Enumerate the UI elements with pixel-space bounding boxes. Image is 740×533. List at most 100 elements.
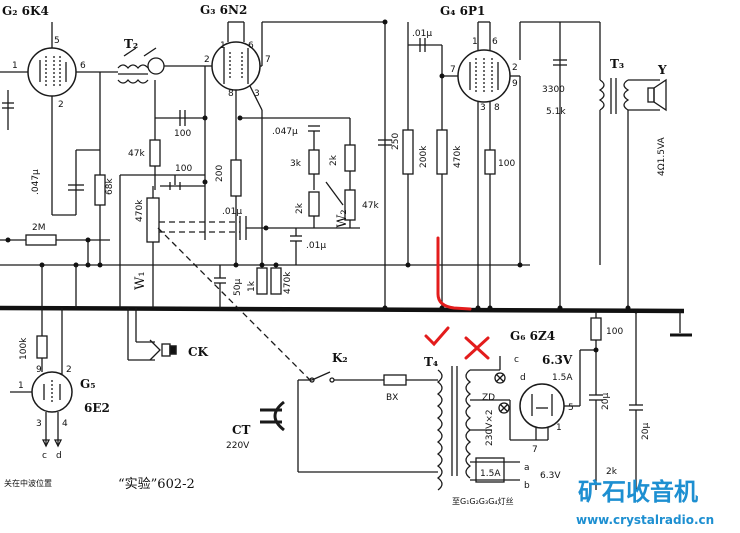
svg-text:220V: 220V — [226, 441, 250, 451]
svg-text:7: 7 — [265, 55, 271, 65]
svg-text:3: 3 — [254, 89, 260, 99]
svg-text:68k: 68k — [105, 178, 115, 195]
resistor-470k-b — [270, 267, 282, 295]
tube-g3-6n2 — [200, 22, 263, 111]
svg-text:100: 100 — [498, 159, 515, 169]
svg-text:1k: 1k — [247, 280, 257, 292]
svg-text:470k: 470k — [283, 271, 293, 294]
svg-text:9: 9 — [36, 365, 42, 375]
svg-text:250: 250 — [391, 133, 401, 150]
svg-text:47k: 47k — [128, 149, 145, 159]
transformer-t4 — [436, 366, 472, 491]
svg-text:100: 100 — [174, 129, 191, 139]
svg-text:200k: 200k — [419, 145, 429, 168]
svg-text:7: 7 — [450, 65, 456, 75]
svg-text:2k: 2k — [329, 154, 339, 166]
svg-text:6E2: 6E2 — [84, 401, 110, 415]
svg-text:1: 1 — [472, 37, 478, 47]
svg-text:.01μ: .01μ — [222, 207, 242, 217]
svg-text:4: 4 — [62, 419, 68, 429]
resistor-100k — [36, 335, 48, 359]
speaker-icon — [647, 78, 667, 112]
svg-text:4Ω1.5VA: 4Ω1.5VA — [657, 137, 667, 176]
svg-text:ZD: ZD — [482, 393, 495, 403]
svg-text:470k: 470k — [453, 145, 463, 168]
label-g4: G₄ 6P1 — [440, 4, 485, 18]
svg-text:8: 8 — [228, 89, 234, 99]
svg-text:Y: Y — [657, 63, 667, 77]
label-t3: T₃ — [610, 57, 624, 71]
resistor-200k — [402, 129, 414, 175]
svg-text:2M: 2M — [32, 223, 46, 233]
svg-text:2: 2 — [204, 55, 210, 65]
switch-linkage — [157, 227, 313, 383]
resistor-2m — [25, 234, 57, 246]
svg-text:3k: 3k — [290, 159, 302, 169]
mains-plug-icon — [260, 400, 285, 432]
label-g2: G₂ 6K4 — [2, 4, 49, 18]
svg-text:c: c — [42, 451, 47, 461]
svg-text:W₂: W₂ — [335, 209, 350, 228]
svg-text:.01μ: .01μ — [412, 29, 432, 39]
svg-text:1: 1 — [18, 381, 24, 391]
svg-text:230V×2: 230V×2 — [485, 409, 495, 446]
label-g5: G₅ — [80, 377, 96, 391]
svg-text:2k: 2k — [295, 202, 305, 214]
headphone-jack-ck — [149, 339, 177, 361]
red-rework-line — [436, 236, 472, 311]
svg-text:3300: 3300 — [542, 85, 565, 95]
svg-text:6.3V: 6.3V — [540, 471, 561, 481]
svg-text:5.1k: 5.1k — [546, 107, 566, 117]
label-ck: CK — [188, 345, 209, 359]
svg-text:.047μ: .047μ — [31, 169, 41, 195]
svg-text:100: 100 — [175, 164, 192, 174]
caption-heater: 至G₁G₂G₃G₄灯丝 — [452, 496, 514, 506]
watermark-name: 矿石收音机 — [578, 478, 698, 506]
resistor-1k — [256, 267, 268, 295]
svg-text:47k: 47k — [362, 201, 379, 211]
svg-text:3: 3 — [36, 419, 42, 429]
caption-note-left: 关在中波位置 — [4, 478, 52, 488]
fuse-bx — [383, 374, 407, 386]
svg-text:200: 200 — [215, 165, 225, 182]
label-t4: T₄ — [424, 355, 438, 369]
transformer-t3 — [598, 78, 630, 114]
svg-text:2: 2 — [66, 365, 72, 375]
svg-text:W₁: W₁ — [133, 271, 148, 290]
svg-text:6.3V: 6.3V — [542, 353, 573, 367]
tube-g5-6e2 — [10, 308, 73, 446]
resistor-100-b — [590, 317, 602, 341]
svg-text:2k: 2k — [606, 467, 618, 477]
svg-text:c: c — [514, 355, 519, 365]
svg-text:8: 8 — [494, 103, 500, 113]
tube-g6-6z4 — [519, 383, 580, 440]
label-g3: G₃ 6N2 — [200, 3, 247, 17]
svg-text:1: 1 — [556, 423, 562, 433]
svg-text:d: d — [520, 373, 526, 383]
svg-text:3: 3 — [480, 103, 486, 113]
svg-text:1: 1 — [220, 41, 226, 51]
svg-text:100k: 100k — [19, 337, 29, 360]
resistor-68k — [94, 174, 106, 206]
svg-text:.01μ: .01μ — [306, 241, 326, 251]
svg-text:470k: 470k — [135, 199, 145, 222]
svg-text:.047μ: .047μ — [272, 127, 298, 137]
resistor-2k-b — [344, 144, 356, 172]
svg-text:a: a — [524, 463, 530, 473]
svg-text:7: 7 — [532, 445, 538, 455]
tube-g2-6k4 — [0, 22, 100, 215]
svg-text:d: d — [56, 451, 62, 461]
potentiometer-w1 — [146, 197, 160, 243]
transformer-t2 — [117, 47, 165, 84]
svg-text:6: 6 — [80, 61, 86, 71]
svg-text:1: 1 — [12, 61, 18, 71]
label-ct: CT — [232, 423, 251, 437]
resistor-100-a — [484, 149, 496, 175]
svg-text:100: 100 — [606, 327, 623, 337]
red-cross-mark — [464, 336, 490, 360]
watermark-url: www.crystalradio.cn — [576, 513, 714, 527]
resistor-2k-a — [308, 191, 320, 217]
svg-text:20μ: 20μ — [641, 423, 651, 440]
svg-text:1.5A: 1.5A — [480, 469, 501, 479]
